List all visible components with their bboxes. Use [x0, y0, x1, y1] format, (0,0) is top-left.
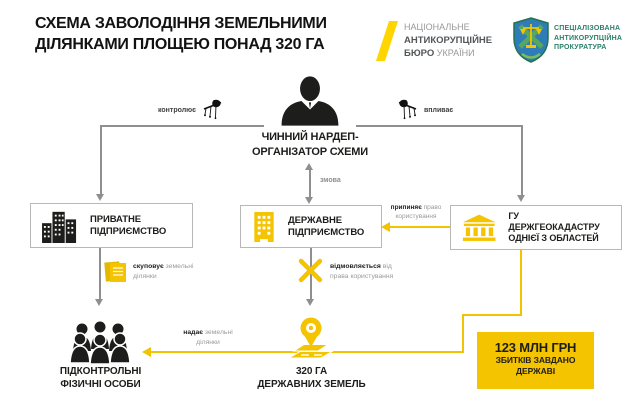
nabu-logo-icon	[376, 21, 398, 61]
geo-down-line	[520, 250, 522, 315]
geocadastre-label: ГУ ДЕРЖГЕОКАДАСТРУ ОДНІЄЇ З ОБЛАСТЕЙ	[508, 211, 611, 244]
buys-label: скуповує земельні ділянки	[133, 262, 197, 281]
grants-rest-1: земельні	[204, 329, 233, 336]
private-line-2: ПІДПРИЄМСТВО	[90, 225, 167, 237]
damages-line-2: ЗБИТКІВ ЗАВДАНО	[495, 355, 576, 365]
geo-line-2: ОДНІЄЇ З ОБЛАСТЕЙ	[508, 232, 599, 243]
node-geocadastre: ГУ ДЕРЖГЕОКАДАСТРУ ОДНІЄЇ З ОБЛАСТЕЙ	[450, 205, 622, 250]
persons-line-2: ФІЗИЧНІ ОСОБИ	[60, 378, 141, 390]
nabu-line-3-bold: БЮРО	[404, 48, 435, 59]
terminates-line	[389, 226, 450, 228]
controls-label: контролює	[157, 107, 196, 114]
sap-line-3: ПРОКУРАТУРА	[554, 44, 607, 51]
terminates-label: припиняє право користування	[383, 203, 449, 221]
persons-line-1: ПІДКОНТРОЛЬНІ	[59, 366, 142, 377]
damages-amount: 123 МЛН ГРН	[494, 340, 577, 355]
arrowhead-private	[96, 194, 104, 201]
connector-down-private	[100, 125, 102, 195]
title-line-2: ДІЛЯНКАМИ ПЛОЩЕЮ ПОНАД 320 ГА	[35, 36, 325, 54]
refuses-rest-1: від	[382, 263, 392, 270]
terminates-bold: припиняє	[390, 204, 422, 211]
nabu-line-2: АНТИКОРУПЦІЙНЕ	[404, 35, 493, 46]
connector-top-right	[356, 125, 523, 127]
damages-box: 123 МЛН ГРН ЗБИТКІВ ЗАВДАНО ДЕРЖАВІ	[477, 332, 594, 389]
terminates-rest-1: право	[423, 204, 442, 211]
sap-line-1: СПЕЦІАЛІЗОВАНА	[554, 25, 621, 32]
refuses-rest-2: права користування	[330, 272, 394, 280]
controlled-persons-caption: ПІДКОНТРОЛЬНІ ФІЗИЧНІ ОСОБИ	[40, 366, 161, 392]
buys-bold: скуповує	[133, 263, 164, 270]
refuses-arrowhead	[306, 299, 314, 306]
terminates-arrowhead	[381, 222, 390, 232]
page-title: СХЕМА ЗАВОЛОДІННЯ ЗЕМЕЛЬНИМИ ДІЛЯНКАМИ П…	[35, 13, 365, 55]
state-building-icon	[254, 211, 274, 242]
conspiracy-line	[309, 170, 311, 199]
nabu-logo-text: НАЦІОНАЛЬНЕ АНТИКОРУПЦІЙНЕ БЮРО УКРАЇНИ	[404, 21, 492, 60]
state-enterprise-label: ДЕРЖАВНЕ ПІДПРИЄМСТВО	[288, 215, 364, 238]
conspiracy-arrow-up	[305, 163, 313, 170]
nabu-line-3-rest: УКРАЇНИ	[436, 48, 475, 58]
state-lands-caption: 320 ГА ДЕРЖАВНИХ ЗЕМЕЛЬ	[251, 366, 372, 392]
organizer-label: ЧИННИЙ НАРДЕП- ОРГАНІЗАТОР СХЕМИ	[225, 130, 395, 160]
sap-line-2: АНТИКОРУПЦІЙНА	[554, 34, 623, 42]
organizer-line-2: ОРГАНІЗАТОР СХЕМИ	[252, 145, 368, 158]
organizer-person-icon	[281, 76, 339, 126]
state-line-1: ДЕРЖАВНЕ	[288, 214, 343, 226]
influences-label: впливає	[424, 107, 454, 114]
conspiracy-arrow-down	[305, 197, 313, 204]
buys-rest-1: земельні	[165, 263, 194, 270]
refuses-bold: відмовляється	[330, 263, 381, 270]
geo-jog-down-line	[462, 314, 464, 353]
grants-label: надає земельні ділянки	[170, 328, 246, 347]
private-line-1: ПРИВАТНЕ	[90, 213, 141, 225]
grants-bold: надає	[183, 329, 203, 336]
grants-arrowhead	[142, 347, 151, 357]
buys-rest-2: ділянки	[133, 272, 157, 280]
private-buildings-icon	[42, 211, 77, 243]
grants-rest-2: ділянки	[196, 338, 220, 346]
sap-logo-icon	[513, 17, 549, 63]
state-line-2: ПІДПРИЄМСТВО	[288, 226, 365, 238]
connector-down-geo	[521, 125, 523, 196]
connector-top-left	[101, 125, 264, 127]
terminates-rest-2: користування	[395, 213, 437, 221]
arrowhead-geo	[517, 195, 525, 202]
puppet-hand-icon-left	[203, 99, 222, 120]
geo-jog-line	[462, 314, 522, 316]
geo-line-1: ГУ ДЕРЖГЕОКАДАСТРУ	[508, 211, 600, 233]
buys-line	[99, 248, 101, 301]
refuses-label: відмовляється від права користування	[330, 262, 410, 281]
conspiracy-label: змова	[320, 177, 341, 184]
nabu-line-1: НАЦІОНАЛЬНЕ	[404, 22, 470, 32]
node-private-enterprise: ПРИВАТНЕ ПІДПРИЄМСТВО	[30, 203, 193, 248]
organizer-line-1: ЧИННИЙ НАРДЕП-	[261, 131, 359, 143]
sap-logo-text: СПЕЦІАЛІЗОВАНА АНТИКОРУПЦІЙНА ПРОКУРАТУР…	[554, 24, 622, 53]
lands-line-1: 320 ГА	[295, 366, 328, 377]
private-enterprise-label: ПРИВАТНЕ ПІДПРИЄМСТВО	[90, 214, 166, 237]
land-deeds-icon	[104, 261, 126, 282]
puppet-hand-icon-right	[397, 99, 419, 126]
buys-arrowhead	[95, 299, 103, 306]
controlled-persons-icon	[69, 321, 131, 364]
lands-line-2: ДЕРЖАВНИХ ЗЕМЕЛЬ	[257, 378, 366, 390]
title-line-1: СХЕМА ЗАВОЛОДІННЯ ЗЕМЕЛЬНИМИ	[35, 15, 327, 32]
damages-line-3: ДЕРЖАВІ	[516, 366, 555, 377]
refusal-x-icon	[298, 258, 323, 283]
node-state-enterprise: ДЕРЖАВНЕ ПІДПРИЄМСТВО	[240, 205, 382, 248]
refuses-line	[310, 248, 312, 301]
state-lands-pin-icon	[287, 317, 334, 359]
geocadastre-bank-icon	[462, 214, 496, 241]
